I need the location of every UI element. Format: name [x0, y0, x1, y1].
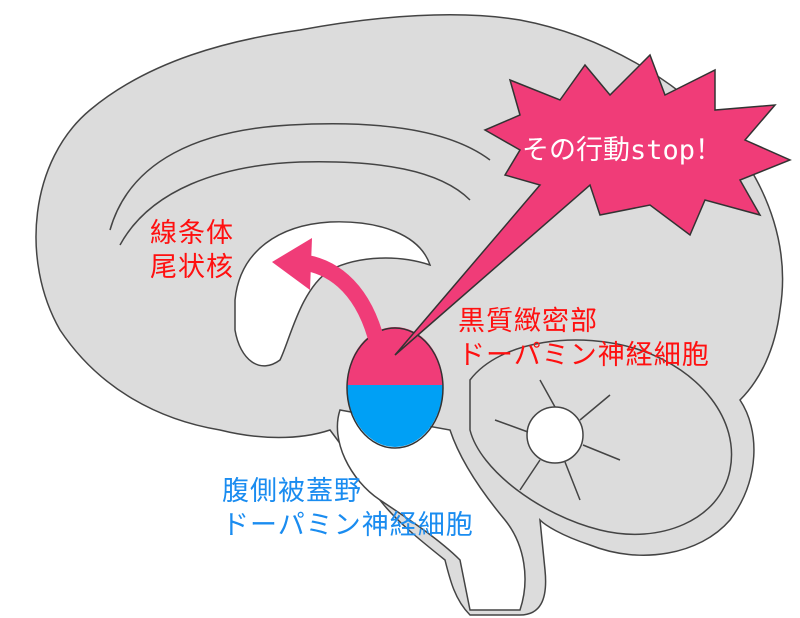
- arrow-head: [272, 238, 312, 290]
- arbor-vitae: [526, 406, 584, 464]
- snc-label-line2: ドーパミン神経細胞: [458, 340, 710, 371]
- striatum-label-line2: 尾状核: [150, 252, 234, 283]
- striatum-label: 線条体 尾状核: [150, 217, 234, 285]
- vta-label: 腹側被蓋野 ドーパミン神経細胞: [222, 475, 474, 543]
- vta-label-line2: ドーパミン神経細胞: [222, 510, 474, 541]
- ventral-tegmental-region: [347, 385, 443, 447]
- callout-text: その行動stop！: [522, 135, 723, 166]
- brainstem: [336, 409, 526, 611]
- snc-label: 黒質緻密部 ドーパミン神経細胞: [458, 305, 710, 373]
- vta-label-line1: 腹側被蓋野: [222, 476, 362, 507]
- striatum-label-line1: 線条体: [150, 218, 234, 249]
- callout-burst: [394, 53, 792, 356]
- cingulate-gyrus: [109, 123, 491, 246]
- cerebellar-folia: [494, 379, 621, 501]
- snc-label-line1: 黒質緻密部: [458, 306, 598, 337]
- cerebellum: [469, 339, 733, 536]
